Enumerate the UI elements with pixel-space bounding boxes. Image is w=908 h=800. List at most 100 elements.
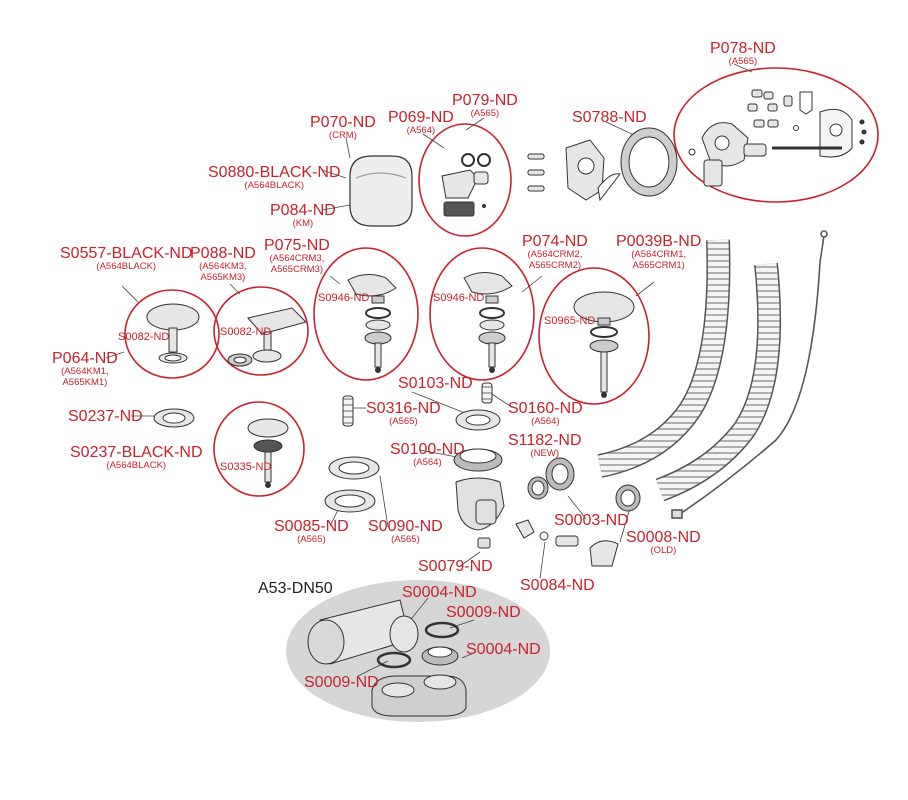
group-outline-p069 bbox=[418, 123, 512, 237]
part-code: S0090-ND bbox=[368, 518, 443, 535]
hoses bbox=[597, 239, 782, 502]
label-s0008: S0008-ND (OLD) bbox=[626, 529, 701, 557]
label-p0039b: P0039B-ND (A564CRM1, A565CRM1) bbox=[616, 233, 701, 271]
part-variant: (KM) bbox=[292, 218, 314, 229]
label-s0009-b: S0009-ND bbox=[304, 674, 379, 691]
part-code: S0100-ND bbox=[390, 441, 465, 458]
label-s0009-a: S0009-ND bbox=[446, 604, 521, 621]
label-s0003: S0003-ND bbox=[554, 512, 629, 529]
flanges bbox=[453, 409, 503, 472]
label-p074: P074-ND (A564CRM2, A565CRM2) bbox=[522, 233, 588, 271]
part-code: P084-ND bbox=[270, 202, 336, 219]
part-code: S0009-ND bbox=[446, 604, 521, 621]
part-code: P088-ND bbox=[190, 245, 256, 262]
s0335-plug bbox=[247, 418, 289, 488]
gaskets bbox=[324, 456, 380, 513]
label-s0082-a: S0082-ND bbox=[118, 331, 169, 343]
part-code: S0237-BLACK-ND bbox=[70, 444, 203, 461]
a53-trap bbox=[307, 599, 467, 717]
new-badge: (NEW) bbox=[530, 448, 560, 459]
label-s0004-a: S0004-ND bbox=[402, 584, 477, 601]
label-p064: P064-ND (A564KM1, A565KM1) bbox=[52, 350, 118, 388]
part-code: P070-ND bbox=[310, 114, 376, 131]
part-code: P0039B-ND bbox=[616, 233, 702, 250]
part-variant: (A564) bbox=[413, 457, 442, 468]
part-code: P064-ND bbox=[52, 350, 118, 367]
part-code: P069-ND bbox=[388, 109, 454, 126]
part-code: S0160-ND bbox=[508, 400, 583, 417]
part-code: S0103-ND bbox=[398, 375, 473, 392]
label-a53: A53-DN50 bbox=[258, 580, 333, 597]
part-code: S0082-ND bbox=[220, 326, 272, 338]
label-s0788: S0788-ND bbox=[572, 109, 647, 126]
label-p075: P075-ND (A564CRM3, A565CRM3) bbox=[264, 237, 330, 275]
part-code: S0557-BLACK-ND bbox=[60, 245, 193, 262]
part-variant: (A564BLACK) bbox=[96, 261, 157, 272]
part-variant: A565KM3) bbox=[200, 271, 246, 283]
p074-plug bbox=[463, 272, 513, 373]
part-code: S0003-ND bbox=[554, 512, 629, 529]
part-code: S0788-ND bbox=[572, 109, 647, 126]
part-code: S0009-ND bbox=[304, 674, 379, 691]
part-code: S0079-ND bbox=[418, 558, 493, 575]
part-variant: (A565) bbox=[470, 108, 500, 119]
group-outline-p075 bbox=[313, 247, 419, 381]
part-code: S0082-ND bbox=[118, 331, 170, 343]
p078-mechanism bbox=[688, 89, 867, 187]
label-p078: P078-ND (A565) bbox=[710, 40, 776, 68]
p0039b-plug bbox=[573, 291, 635, 398]
part-variant: (A564CRM2, bbox=[527, 249, 583, 260]
label-s0100: S0100-ND (A564) bbox=[390, 441, 465, 469]
label-p069: P069-ND (A564) bbox=[388, 109, 454, 137]
s0788-overflow bbox=[527, 127, 678, 202]
part-variant: (A564CRM3, bbox=[269, 253, 325, 264]
group-outline-p0039b bbox=[538, 267, 650, 405]
part-variant: (A564KM3, bbox=[199, 261, 247, 272]
part-code: S0946-ND bbox=[433, 292, 485, 304]
part-code: S0965-ND bbox=[544, 315, 596, 327]
label-s0965: S0965-ND bbox=[544, 315, 595, 327]
label-s0160: S0160-ND (A564) bbox=[508, 400, 583, 428]
part-code: P074-ND bbox=[522, 233, 588, 250]
group-outline-s0557 bbox=[124, 289, 220, 379]
part-code: S0880-BLACK-ND bbox=[208, 164, 341, 181]
part-code: P079-ND bbox=[452, 92, 518, 109]
part-code: S0316-ND bbox=[366, 400, 441, 417]
part-code: S0335-ND bbox=[220, 461, 272, 473]
part-variant: (A564CRM1, bbox=[631, 249, 687, 260]
part-code: S0008-ND bbox=[626, 529, 701, 546]
part-variant: (A564BLACK) bbox=[106, 460, 167, 471]
part-code: A53-DN50 bbox=[258, 580, 333, 597]
label-s0316: S0316-ND (A565) bbox=[366, 400, 441, 428]
label-p084: P084-ND (KM) bbox=[270, 202, 336, 230]
label-s0557: S0557-BLACK-ND (A564BLACK) bbox=[60, 245, 193, 273]
group-outline-p074 bbox=[429, 247, 535, 381]
part-code: S0085-ND bbox=[274, 518, 349, 535]
part-variant: (A564KM1, bbox=[61, 366, 109, 377]
part-variant: (A565) bbox=[389, 416, 418, 427]
label-s0079: S0079-ND bbox=[418, 558, 493, 575]
group-outline-p088 bbox=[213, 286, 309, 376]
label-s0946-b: S0946-ND bbox=[433, 292, 484, 304]
part-variant: (A564) bbox=[406, 125, 436, 136]
label-p079: P079-ND (A565) bbox=[452, 92, 518, 120]
p069-elbow bbox=[441, 153, 491, 217]
label-p088: P088-ND (A564KM3, A565KM3) bbox=[190, 245, 256, 283]
part-variant: (A565) bbox=[728, 56, 758, 67]
part-code: P075-ND bbox=[264, 237, 330, 254]
part-variant: A565CRM2) bbox=[528, 259, 582, 271]
part-code: S0004-ND bbox=[402, 584, 477, 601]
label-s0103: S0103-ND bbox=[398, 375, 473, 392]
label-s0880: S0880-BLACK-ND (A564BLACK) bbox=[208, 164, 341, 192]
part-code: S1182-ND bbox=[508, 432, 582, 449]
label-s0084: S0084-ND bbox=[520, 577, 595, 594]
part-variant: A565CRM1) bbox=[632, 259, 685, 271]
part-code: P078-ND bbox=[710, 40, 776, 57]
part-code: S0946-ND bbox=[318, 292, 370, 304]
part-variant: (A564) bbox=[531, 416, 560, 427]
part-code: S0084-ND bbox=[520, 577, 595, 594]
label-s1182: S1182-ND (NEW) bbox=[508, 432, 582, 460]
part-variant: (A565) bbox=[391, 534, 420, 545]
label-s0004-b: S0004-ND bbox=[466, 641, 541, 658]
